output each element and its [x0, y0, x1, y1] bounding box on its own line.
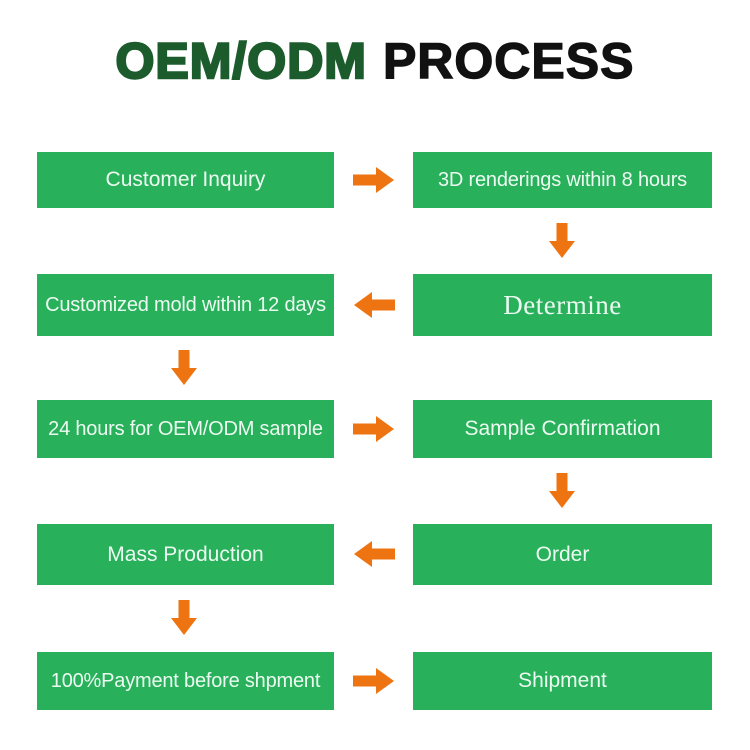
title-oem-odm: OEM/ODM	[114, 32, 367, 90]
title-process: PROCESS	[382, 32, 635, 89]
step-3d-renderings: 3D renderings within 8 hours	[413, 152, 712, 208]
arrow-left-icon	[354, 541, 395, 567]
step-customized-mold: Customized mold within 12 days	[37, 274, 334, 336]
arrow-down-icon	[549, 473, 575, 508]
arrow-down-icon	[171, 350, 197, 385]
arrow-right-icon	[353, 167, 394, 193]
arrow-down-icon	[171, 600, 197, 635]
step-customer-inquiry: Customer Inquiry	[37, 152, 334, 208]
step-determine: Determine	[413, 274, 712, 336]
page-title: OEM/ODM PROCESS	[0, 30, 750, 92]
arrow-right-icon	[353, 668, 394, 694]
arrow-right-icon	[353, 416, 394, 442]
arrow-left-icon	[354, 292, 395, 318]
step-payment-before-shipment: 100%Payment before shpment	[37, 652, 334, 710]
step-oem-odm-sample: 24 hours for OEM/ODM sample	[37, 400, 334, 458]
step-mass-production: Mass Production	[37, 524, 334, 585]
step-shipment: Shipment	[413, 652, 712, 710]
arrow-down-icon	[549, 223, 575, 258]
step-order: Order	[413, 524, 712, 585]
step-sample-confirmation: Sample Confirmation	[413, 400, 712, 458]
